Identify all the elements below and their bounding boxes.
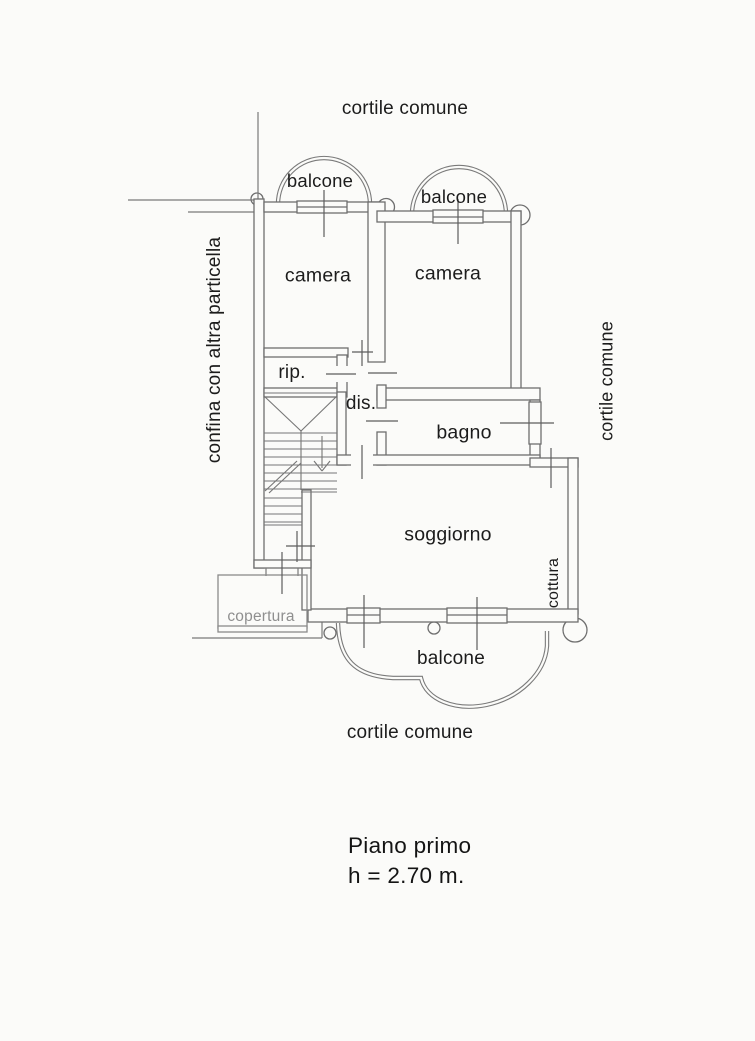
annotation-cortile-comune-right: cortile comune: [596, 321, 617, 441]
caption-floor-name: Piano primo: [348, 833, 472, 858]
room-label-balcone-top-left: balcone: [286, 170, 354, 191]
room-label-camera-left: camera: [284, 264, 352, 287]
room-label-copertura: copertura: [227, 608, 295, 625]
room-label-soggiorno: soggiorno: [404, 523, 492, 546]
balcony-arcs: [275, 155, 550, 709]
copertura-outline: [217, 574, 308, 633]
room-label-balcone-top-right: balcone: [420, 186, 488, 207]
walls: [253, 198, 579, 623]
caption-ceiling-height: h = 2.70 m.: [348, 863, 465, 888]
annotation-cortile-comune-top: cortile comune: [341, 98, 469, 119]
annotation-confina-altra-particella: confina con altra particella: [204, 236, 225, 464]
staircase: [263, 392, 338, 526]
room-label-camera-right: camera: [414, 262, 482, 285]
room-label-rip: rip.: [278, 362, 306, 383]
boundary-lines: [128, 112, 323, 639]
room-label-balcone-bottom: balcone: [417, 648, 485, 669]
opening-tick-marks: [281, 190, 554, 650]
windows-doors: [296, 200, 554, 624]
room-label-dis: dis.: [345, 393, 377, 414]
room-label-cottura: cottura: [545, 557, 562, 609]
room-label-bagno: bagno: [436, 421, 492, 444]
annotation-cortile-comune-bottom: cortile comune: [346, 722, 474, 743]
